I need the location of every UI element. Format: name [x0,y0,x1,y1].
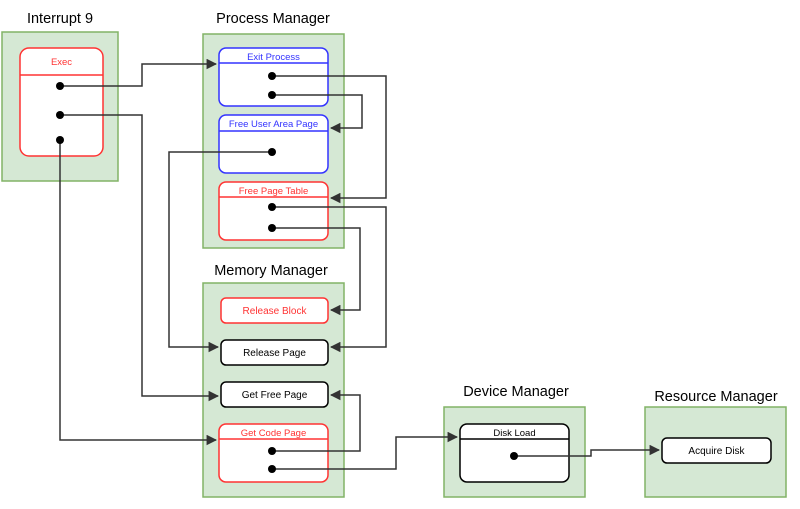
port-disk-load-1 [510,452,518,460]
edge-free-page-table-to-release-block [272,227,361,316]
node-title-release-block: Release Block [243,306,308,317]
edge-exec-to-get-free-page [60,114,220,402]
node-get-free-page[interactable]: Get Free Page [220,381,329,408]
node-title-exit-process: Exit Process [247,52,300,63]
port-exec-2 [56,111,64,119]
group-title-process-manager: Process Manager [216,11,330,27]
group-title-memory-manager: Memory Manager [214,263,328,279]
edge-free-user-area-page-to-release-page [168,151,272,353]
edge-disk-load-to-acquire-disk [514,444,661,457]
port-get-code-page-2 [268,465,276,473]
node-title-get-free-page: Get Free Page [242,390,308,401]
group-title-device-manager: Device Manager [463,384,569,400]
edge-exit-process-to-free-page-table [272,75,387,204]
port-exec-3 [56,136,64,144]
node-title-free-user-area-page: Free User Area Page [229,119,318,130]
node-title-disk-load: Disk Load [493,428,535,439]
node-title-acquire-disk: Acquire Disk [688,446,745,457]
node-title-get-code-page: Get Code Page [241,428,307,439]
port-free-page-table-1 [268,203,276,211]
edge-exit-process-to-free-user-area-page [272,94,363,134]
node-title-free-page-table: Free Page Table [239,186,309,197]
port-exit-process-2 [268,91,276,99]
group-title-interrupt-9: Interrupt 9 [27,11,93,27]
node-acquire-disk[interactable]: Acquire Disk [661,437,772,464]
node-free-user-area-page[interactable]: Free User Area Page [218,114,329,174]
port-exit-process-1 [268,72,276,80]
edge-exec-to-get-code-page [59,140,218,446]
port-exec-1 [56,82,64,90]
node-exec[interactable]: Exec [19,47,104,157]
edge-get-code-page-to-disk-load [272,431,459,470]
node-release-block[interactable]: Release Block [220,297,329,324]
edge-exec-to-exit-process [60,58,218,87]
node-title-release-page: Release Page [243,348,306,359]
port-free-page-table-2 [268,224,276,232]
node-free-page-table[interactable]: Free Page Table [218,181,329,241]
edge-free-page-table-to-release-page [272,206,387,353]
port-free-user-area-page-1 [268,148,276,156]
group-title-resource-manager: Resource Manager [654,389,777,405]
node-release-page[interactable]: Release Page [220,339,329,366]
edge-get-code-page-to-get-free-page [272,389,361,452]
port-get-code-page-1 [268,447,276,455]
node-title-exec: Exec [51,57,72,68]
